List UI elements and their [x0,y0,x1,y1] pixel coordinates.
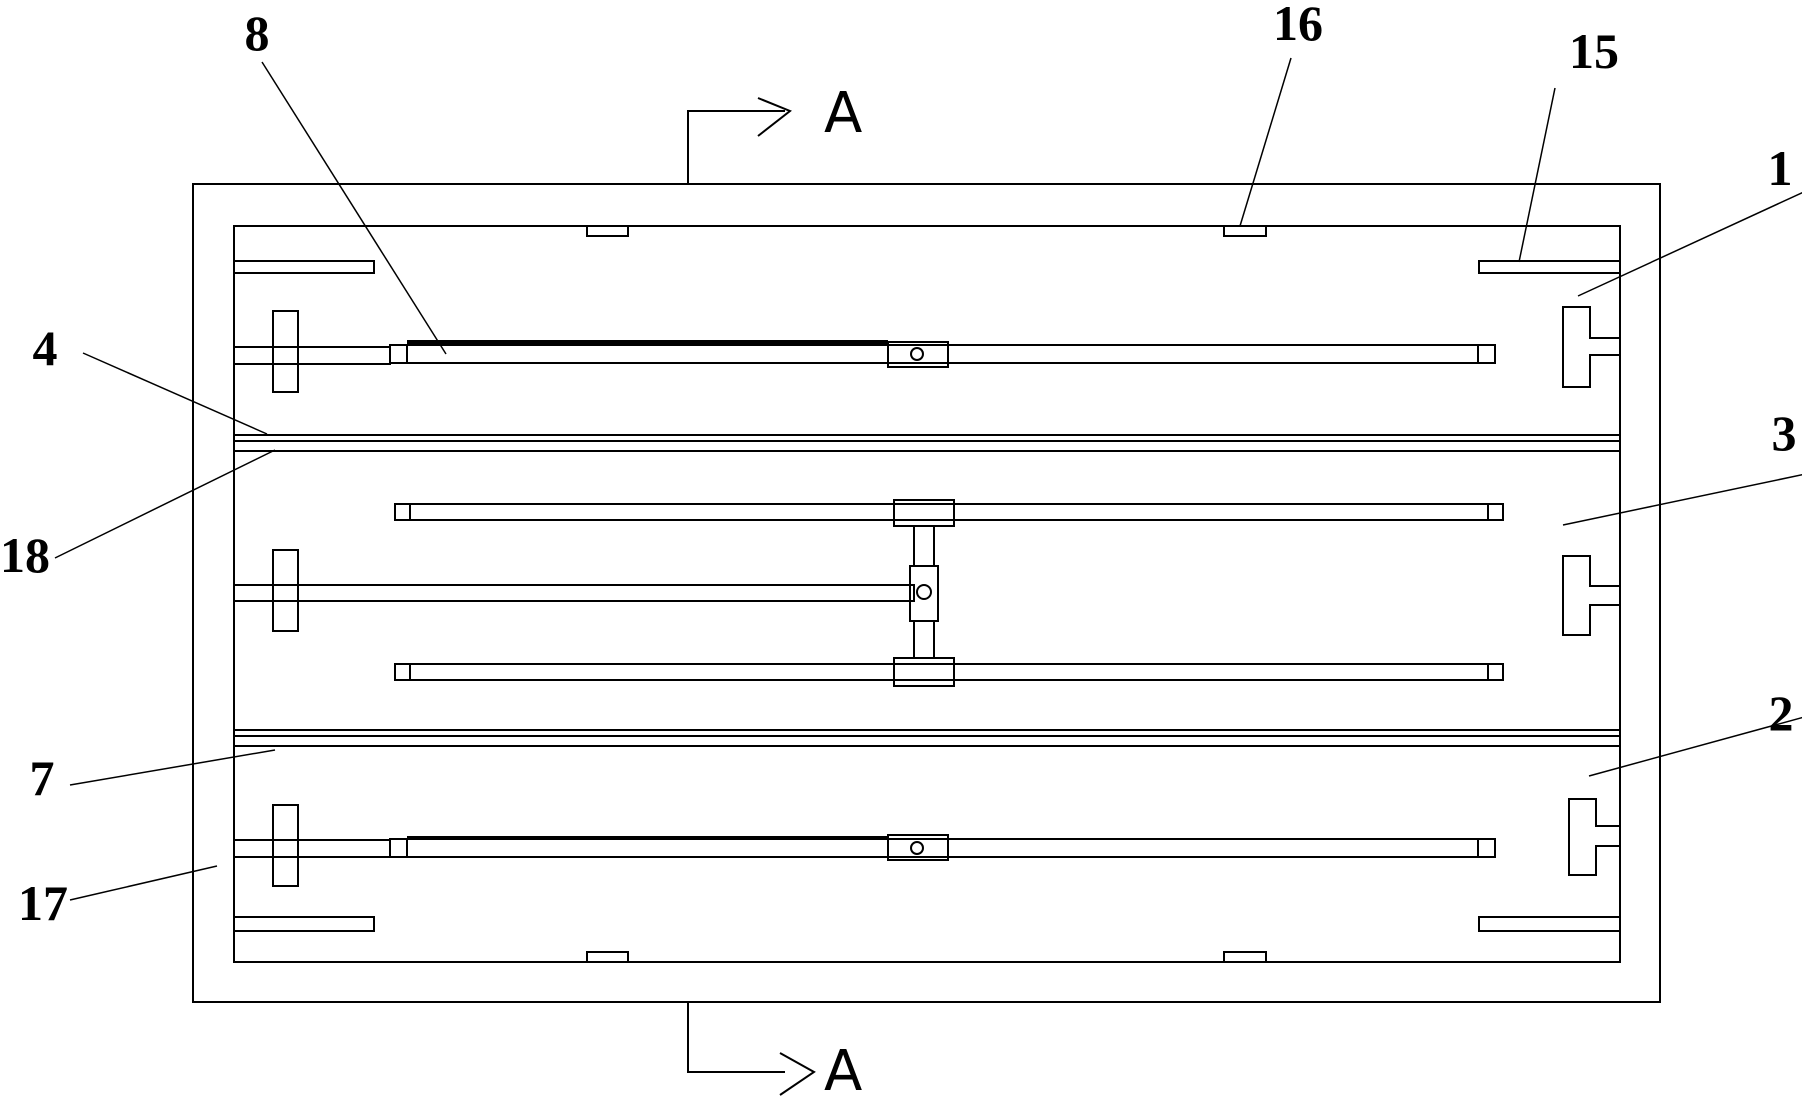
label-16: 16 [1273,0,1323,51]
section-label-top: A [824,81,862,146]
inner-frame [233,225,1621,963]
lower-slider-block [887,834,949,861]
upper-rod [389,344,1496,364]
tab-bottom-left [586,951,629,963]
tab-16-left [586,225,629,237]
upper-slider-block [887,341,949,368]
upper-divider-rail [234,434,1620,452]
corner-bar-top-left [233,260,375,274]
reference-labels: 8 16 15 1 4 3 18 2 7 17 [0,0,1797,931]
middle-upper-rod [394,503,1504,521]
corner-bar-bottom-right [1478,916,1621,932]
corner-bar-bottom-left [233,916,375,932]
tab-bottom-right [1223,951,1267,963]
label-17: 17 [18,875,68,931]
label-15: 15 [1569,23,1619,79]
corner-bar-top-right [1478,260,1621,274]
lower-rod-assembly [233,804,1496,887]
label-2: 2 [1769,685,1794,741]
t-block-lower [1568,798,1621,876]
outer-frame [192,183,1661,1003]
lower-rod [389,838,1496,858]
lower-divider-rail [234,729,1620,747]
leader-lines [54,57,1802,901]
label-8: 8 [245,5,270,61]
section-arrow-top [687,97,792,184]
label-7: 7 [30,750,55,806]
t-block-upper [1562,306,1621,388]
label-18: 18 [0,527,50,583]
label-3: 3 [1772,405,1797,461]
section-label-bottom: A [824,1039,862,1104]
t-block-middle [1562,555,1621,636]
section-arrow-bottom [687,1002,816,1096]
middle-lower-rod [394,663,1504,681]
middle-handle-plate [272,549,299,632]
label-4: 4 [33,320,58,376]
middle-rod-assembly [233,499,1504,687]
tab-16-right [1223,225,1267,237]
label-1: 1 [1768,140,1793,196]
upper-rod-assembly [233,310,1496,393]
upper-handle-plate [272,310,299,393]
lower-handle-plate [272,804,299,887]
